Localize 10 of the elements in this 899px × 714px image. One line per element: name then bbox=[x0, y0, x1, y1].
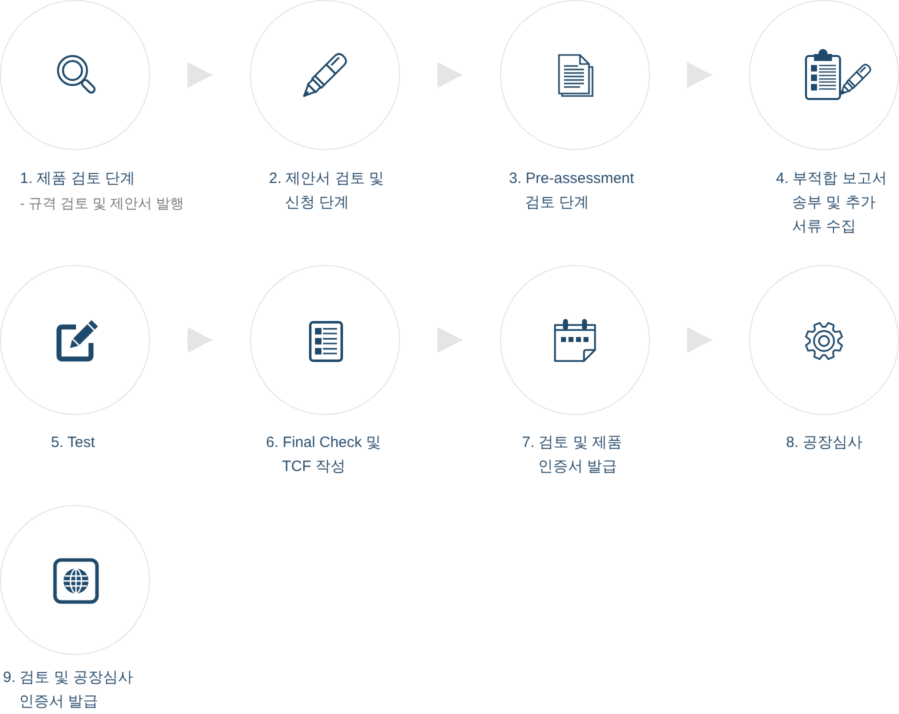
step-label: 1. 제품 검토 단계 bbox=[20, 169, 136, 189]
step-label: 2. 제안서 검토 및 신청 단계 bbox=[269, 169, 386, 213]
step-label: 8. 공장심사 bbox=[786, 433, 863, 453]
step-label: 7. 검토 및 제품 인증서 발급 bbox=[522, 433, 624, 477]
step-label: 4. 부적합 보고서 송부 및 추가 서류 수집 bbox=[776, 169, 888, 237]
step-note: - 규격 검토 및 제안서 발행 bbox=[20, 194, 184, 213]
step-label: 6. Final Check 및 TCF 작성 bbox=[266, 433, 382, 477]
step-label: 3. Pre-assessment 검토 단계 bbox=[509, 169, 636, 213]
step-label: 5. Test bbox=[51, 433, 95, 453]
step-label: 9. 검토 및 공장심사 인증서 발급 bbox=[3, 668, 134, 712]
